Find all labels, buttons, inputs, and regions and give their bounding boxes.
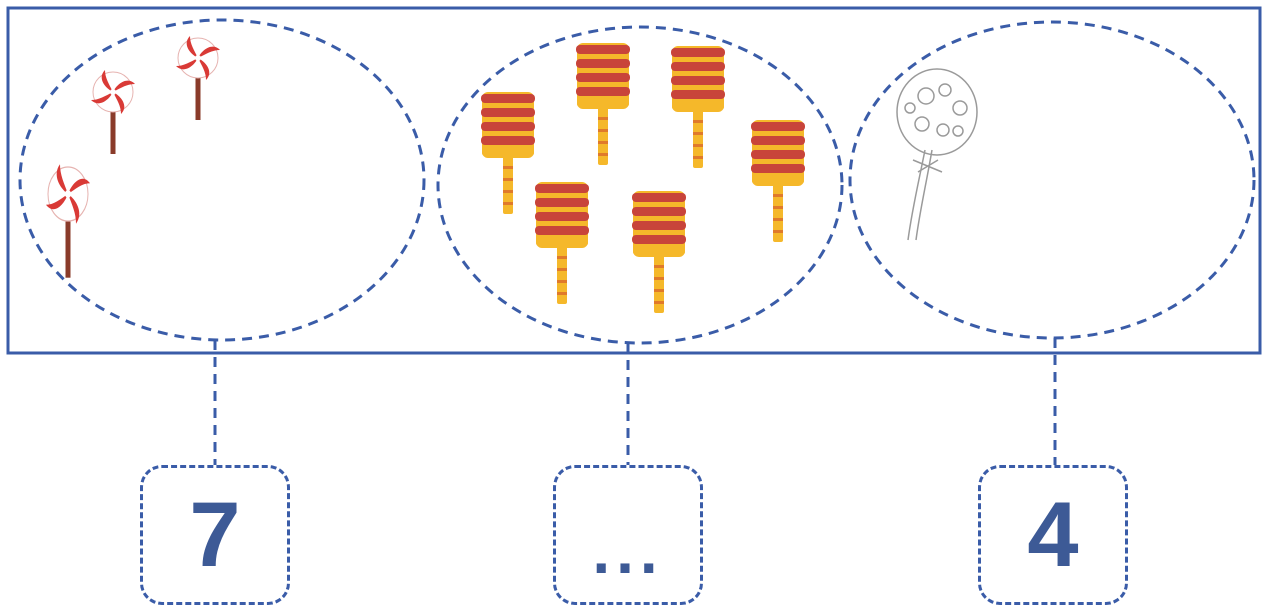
count-value-3: 4 — [1027, 484, 1079, 586]
count-value-1: 7 — [189, 484, 241, 586]
popsicle-icon — [671, 46, 725, 168]
count-box-3: 4 — [978, 465, 1128, 605]
group-oval-3 — [848, 20, 1256, 340]
group-oval-1 — [18, 18, 426, 342]
popsicle-icon — [576, 43, 630, 165]
outer-frame — [6, 6, 1262, 355]
count-box-1: 7 — [140, 465, 290, 605]
popsicle-icon — [535, 182, 589, 304]
popsicle-icon — [751, 120, 805, 242]
pinwheel-lollipop-icon — [90, 69, 136, 155]
swirl-lollipop-outline-icon — [896, 68, 978, 241]
count-value-2: ... — [592, 515, 664, 587]
count-box-2[interactable]: ... — [553, 465, 703, 605]
group-oval-2 — [436, 25, 844, 345]
popsicle-icon — [632, 191, 686, 313]
pinwheel-lollipop-icon — [45, 163, 91, 279]
pinwheel-lollipop-icon — [175, 35, 221, 121]
popsicle-icon — [481, 92, 535, 214]
